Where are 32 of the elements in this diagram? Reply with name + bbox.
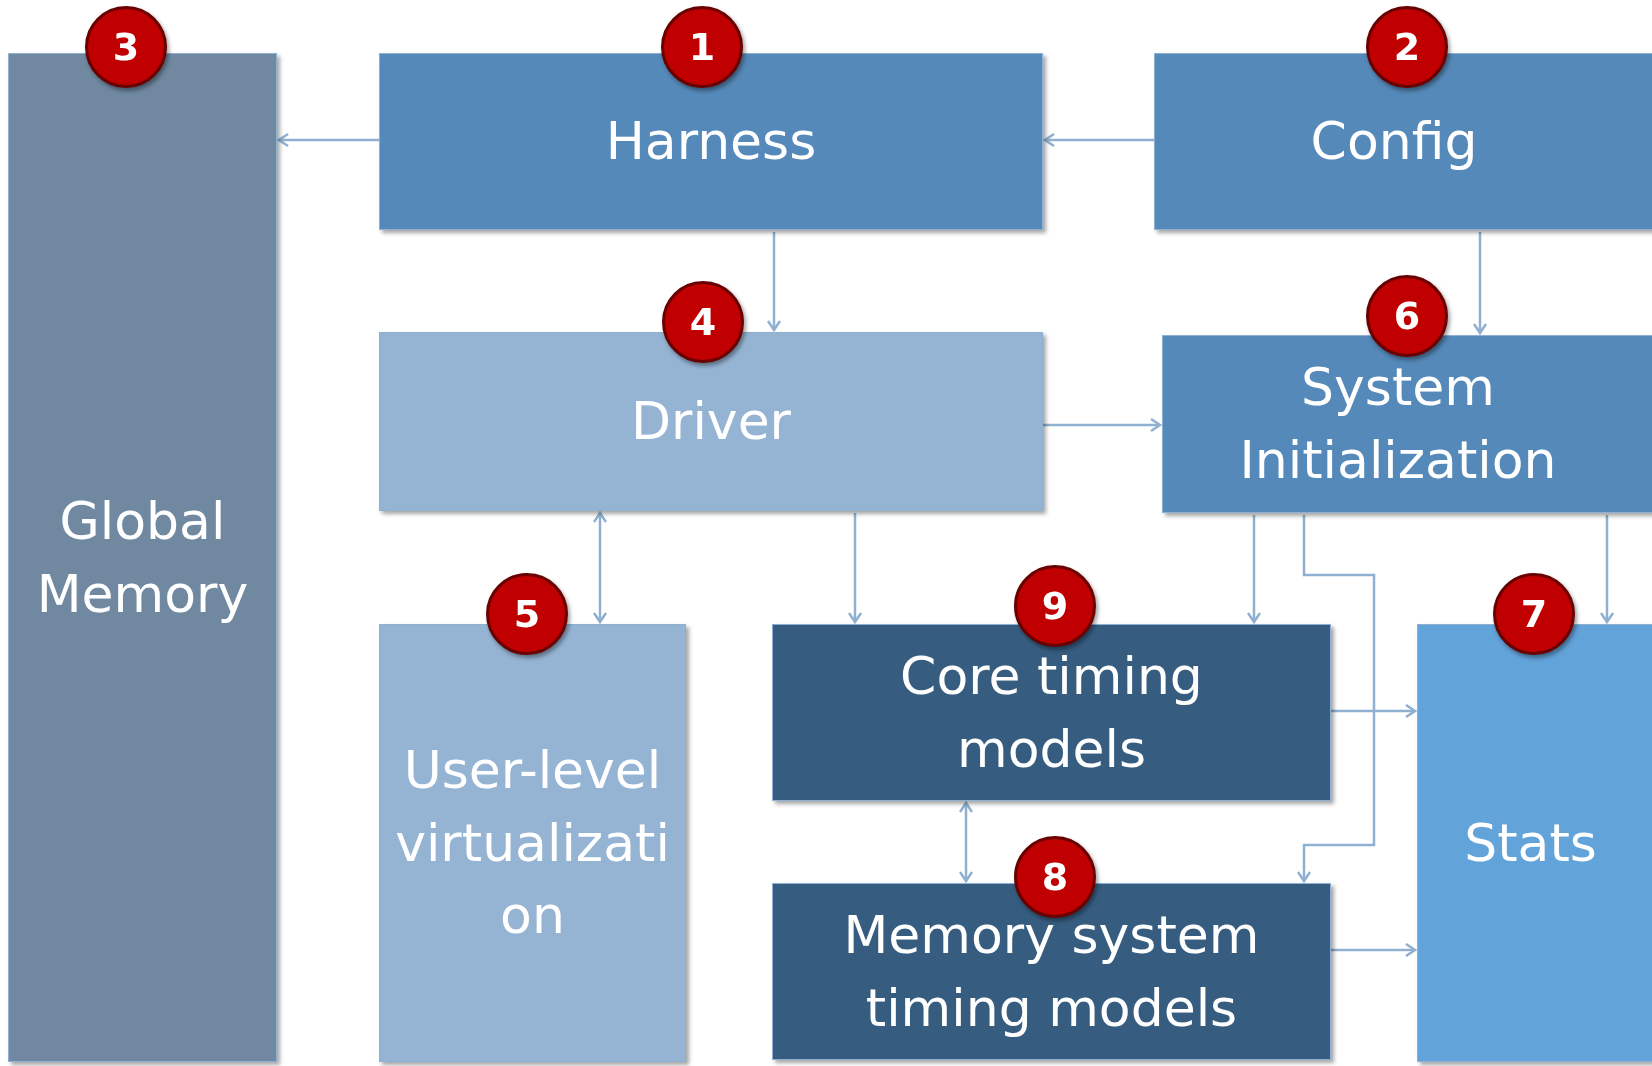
node-label: Driver (631, 390, 791, 454)
number-badge: 1 (661, 6, 743, 88)
node-label: Stats (1464, 811, 1597, 875)
number-badge: 2 (1366, 6, 1448, 88)
node-label: System Initialization (1238, 356, 1558, 492)
node-label: Config (1310, 110, 1478, 174)
number-badge: 5 (486, 573, 568, 655)
arrow (1246, 515, 1262, 624)
arrow (1331, 942, 1417, 958)
number-badge: 3 (85, 6, 167, 88)
arrow (766, 232, 782, 332)
arrow (1296, 515, 1376, 883)
process-box (772, 624, 1331, 801)
number-badge: 6 (1366, 275, 1448, 357)
arrow (1043, 417, 1162, 433)
arrow (958, 801, 974, 883)
node-label: User-level virtualization (394, 738, 671, 948)
arrow (1043, 132, 1154, 148)
number-badge: 8 (1014, 836, 1096, 918)
number-badge: 4 (662, 281, 744, 363)
node-label: Core timing models (899, 644, 1204, 781)
number-badge: 9 (1014, 565, 1096, 647)
arrow (1472, 232, 1488, 335)
process-box (1162, 335, 1652, 513)
node-label: Harness (605, 110, 817, 174)
arrow (277, 132, 379, 148)
node-label: Global Memory (35, 489, 250, 626)
arrow (592, 511, 608, 624)
arrow (1599, 515, 1615, 624)
arrow (847, 513, 863, 624)
arrow (1331, 703, 1417, 719)
number-badge: 7 (1493, 573, 1575, 655)
